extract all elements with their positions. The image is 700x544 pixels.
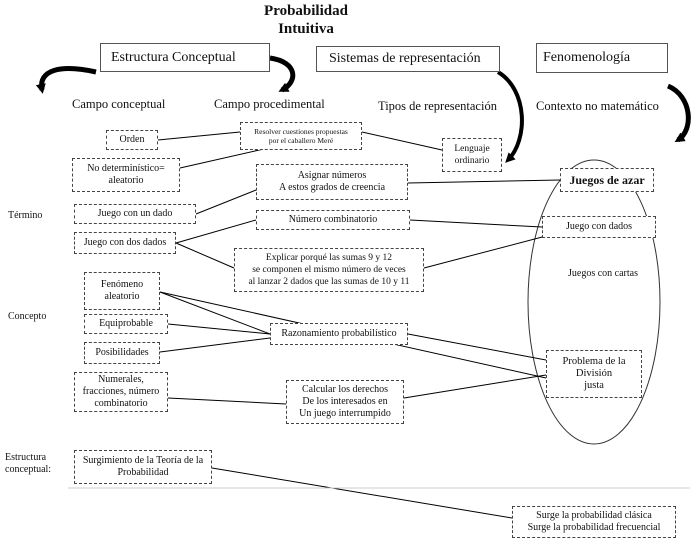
header-fenomenologia: Fenomenología — [536, 43, 668, 73]
box-explicar-sumas: Explicar porqué las sumas 9 y 12 se comp… — [234, 248, 424, 292]
curved-arrow-estructura — [269, 55, 296, 93]
subheader-campo-conceptual: Campo conceptual — [72, 97, 166, 111]
box-fenomeno-aleatorio: Fenómeno aleatorio — [84, 272, 160, 310]
box-juego-dos-dados: Juego con dos dados — [74, 232, 176, 254]
link-fenomeno-razon — [159, 291, 271, 335]
link-posib-razon — [159, 337, 271, 353]
header-sistemas-representacion: Sistemas de representación — [316, 46, 500, 72]
title-line-2: Intuitiva — [278, 21, 334, 37]
box-caballero-mere: Resolver cuestiones propuestas por el ca… — [240, 122, 362, 150]
box-numero-combinatorio: Número combinatorio — [256, 210, 410, 230]
box-juego-un-dado: Juego con un dado — [74, 204, 196, 224]
side-label-estructura: Estructura conceptual: — [5, 452, 52, 475]
box-surge-probabilidad: Surge la probabilidad clásica Surge la p… — [512, 506, 676, 538]
curved-arrow-sistemas — [496, 70, 524, 163]
box-no-deterministico: No determinístico= aleatorio — [72, 158, 180, 192]
box-juego-con-dados: Juego con dados — [542, 216, 656, 238]
subheader-campo-procedimental: Campo procedimental — [214, 97, 325, 111]
link-dosdados-explicar — [175, 242, 235, 269]
link-numcomb-juegodados — [409, 219, 543, 228]
link-orden-meres — [157, 131, 241, 141]
link-calcular-problema — [403, 374, 547, 399]
link-explicar-juegodados — [423, 235, 547, 269]
box-orden: Orden — [106, 130, 158, 150]
subheader-tipos-representacion: Tipos de representación — [378, 99, 497, 113]
curved-arrow-left — [35, 66, 97, 94]
subheader-contexto: Contexto no matemático — [536, 99, 659, 113]
box-surgimiento-teoria: Surgimiento de la Teoría de la Probabili… — [74, 450, 212, 484]
link-razon-problema — [407, 333, 547, 361]
box-razonamiento-probabilistico: Razonamiento probabilístico — [270, 323, 408, 345]
title-line-1: Probabilidad — [264, 3, 348, 19]
link-surgimiento-surge — [211, 467, 513, 519]
link-dosdados-numcomb — [175, 219, 257, 244]
side-label-concepto: Concepto — [8, 311, 47, 322]
link-asignar-juegosazar — [407, 179, 561, 184]
box-lenguaje-ordinario: Lenguaje ordinario — [442, 138, 502, 172]
link-numerales-calcular — [167, 397, 287, 405]
box-asignar-numeros: Asignar números A estos grados de creenc… — [256, 164, 408, 200]
header-estructura-conceptual: Estructura Conceptual — [100, 43, 270, 72]
link-meres-lenguaje — [361, 131, 443, 151]
link-undado-asignar — [195, 189, 257, 215]
box-juegos-con-cartas: Juegos con cartas — [562, 264, 644, 284]
box-calcular-derechos: Calcular los derechos De los interesados… — [286, 380, 404, 424]
box-posibilidades: Posibilidades — [84, 342, 160, 364]
box-equiprobable: Equiprobable — [84, 314, 168, 334]
curved-arrow-fenomenologia — [666, 83, 691, 143]
box-problema-division-justa: Problema de la División justa — [546, 350, 642, 398]
link-equi-razon — [167, 323, 271, 335]
box-juegos-de-azar: Juegos de azar — [560, 168, 654, 192]
side-label-termino: Término — [8, 210, 43, 221]
link-nodet-meres — [179, 147, 269, 169]
box-numerales: Numerales, fracciones, número combinator… — [74, 372, 168, 412]
contexto-ellipse — [527, 159, 661, 445]
diagram-title: Probabilidad Intuitiva — [246, 2, 366, 38]
